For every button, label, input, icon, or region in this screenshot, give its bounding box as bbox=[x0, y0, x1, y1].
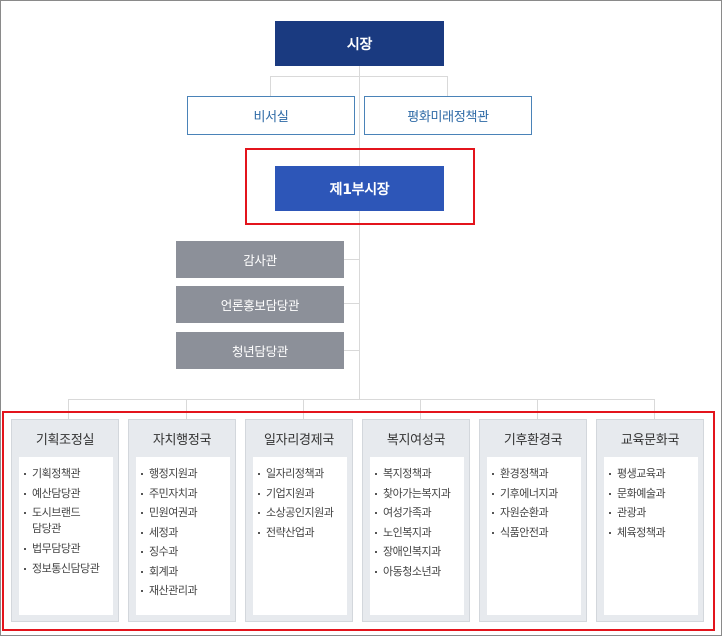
division-item[interactable]: 행정지원과 bbox=[141, 464, 230, 484]
bureau-climate-environment[interactable]: 기후환경국 환경정책과 기후에너지과 자원순환과 식품안전과 bbox=[479, 419, 587, 622]
division-item[interactable]: 아동청소년과 bbox=[375, 562, 464, 582]
division-item[interactable]: 민원여권과 bbox=[141, 503, 230, 523]
division-list: 복지정책과 찾아가는복지과 여성가족과 노인복지과 장애인복지과 아동청소년과 bbox=[370, 457, 464, 581]
division-item[interactable]: 관광과 bbox=[609, 503, 698, 523]
office-box-audit[interactable]: 감사관 bbox=[176, 241, 344, 278]
connector-mayor-to-staff bbox=[359, 66, 360, 168]
bureau-welfare-women[interactable]: 복지여성국 복지정책과 찾아가는복지과 여성가족과 노인복지과 장애인복지과 아… bbox=[362, 419, 470, 622]
division-item[interactable]: 징수과 bbox=[141, 542, 230, 562]
division-item[interactable]: 평생교육과 bbox=[609, 464, 698, 484]
division-item[interactable]: 장애인복지과 bbox=[375, 542, 464, 562]
division-item[interactable]: 복지정책과 bbox=[375, 464, 464, 484]
division-list: 행정지원과 주민자치과 민원여권과 세정과 징수과 회계과 재산관리과 bbox=[136, 457, 230, 601]
division-item[interactable]: 환경정책과 bbox=[492, 464, 581, 484]
division-item[interactable]: 기후에너지과 bbox=[492, 484, 581, 504]
bureau-jobs-economy[interactable]: 일자리경제국 일자리정책과 기업지원과 소상공인지원과 전략산업과 bbox=[245, 419, 353, 622]
bureau-title: 교육문화국 bbox=[620, 432, 680, 448]
division-list: 평생교육과 문화예술과 관광과 체육정책과 bbox=[604, 457, 698, 542]
connector-bureau-4 bbox=[420, 399, 421, 419]
division-list-box: 평생교육과 문화예술과 관광과 체육정책과 bbox=[604, 457, 698, 615]
mayor-box[interactable]: 시장 bbox=[275, 21, 444, 66]
bureau-title: 기후환경국 bbox=[503, 432, 563, 448]
division-list-box: 환경정책과 기후에너지과 자원순환과 식품안전과 bbox=[487, 457, 581, 615]
division-item[interactable]: 여성가족과 bbox=[375, 503, 464, 523]
bureau-title: 복지여성국 bbox=[386, 432, 446, 448]
division-item[interactable]: 자원순환과 bbox=[492, 503, 581, 523]
division-item[interactable]: 노인복지과 bbox=[375, 523, 464, 543]
division-item[interactable]: 정보통신담당관 bbox=[24, 559, 113, 579]
bureau-title: 기획조정실 bbox=[35, 432, 95, 448]
division-item[interactable]: 회계과 bbox=[141, 562, 230, 582]
connector-bureau-3 bbox=[303, 399, 304, 419]
division-list-box: 행정지원과 주민자치과 민원여권과 세정과 징수과 회계과 재산관리과 bbox=[136, 457, 230, 615]
bureau-title: 일자리경제국 bbox=[264, 432, 334, 448]
division-list-box: 복지정책과 찾아가는복지과 여성가족과 노인복지과 장애인복지과 아동청소년과 bbox=[370, 457, 464, 615]
connector-staff-left bbox=[270, 76, 271, 96]
division-item[interactable]: 재산관리과 bbox=[141, 581, 230, 601]
connector-bureau-2 bbox=[186, 399, 187, 419]
bureaus-highlight bbox=[2, 411, 715, 631]
division-list: 환경정책과 기후에너지과 자원순환과 식품안전과 bbox=[487, 457, 581, 542]
connector-staff-bar bbox=[270, 76, 448, 77]
bureau-title: 자치행정국 bbox=[152, 432, 212, 448]
connector-bureau-6 bbox=[654, 399, 655, 419]
bureau-administration[interactable]: 자치행정국 행정지원과 주민자치과 민원여권과 세정과 징수과 회계과 재산관리… bbox=[128, 419, 236, 622]
connector-staff-right bbox=[447, 76, 448, 96]
division-list-box: 일자리정책과 기업지원과 소상공인지원과 전략산업과 bbox=[253, 457, 347, 615]
division-list: 일자리정책과 기업지원과 소상공인지원과 전략산업과 bbox=[253, 457, 347, 542]
staff-box-peace-policy[interactable]: 평화미래정책관 bbox=[364, 96, 532, 135]
division-item[interactable]: 세정과 bbox=[141, 523, 230, 543]
connector-deputy-down bbox=[359, 211, 360, 400]
connector-office-2 bbox=[344, 303, 360, 304]
division-item[interactable]: 전략산업과 bbox=[258, 523, 347, 543]
division-item[interactable]: 식품안전과 bbox=[492, 523, 581, 543]
division-item[interactable]: 문화예술과 bbox=[609, 484, 698, 504]
division-item[interactable]: 일자리정책과 bbox=[258, 464, 347, 484]
division-item[interactable]: 예산담당관 bbox=[24, 484, 113, 504]
deputy-highlight bbox=[245, 148, 475, 225]
connector-bureau-5 bbox=[537, 399, 538, 419]
division-item[interactable]: 기획정책관 bbox=[24, 464, 113, 484]
connector-bureau-1 bbox=[68, 399, 69, 419]
division-item[interactable]: 주민자치과 bbox=[141, 484, 230, 504]
deputy-mayor-box[interactable]: 제1부시장 bbox=[275, 166, 444, 211]
division-item[interactable]: 소상공인지원과 bbox=[258, 503, 347, 523]
connector-office-1 bbox=[344, 259, 360, 260]
division-item[interactable]: 찾아가는복지과 bbox=[375, 484, 464, 504]
division-item[interactable]: 법무담당관 bbox=[24, 539, 113, 559]
division-item[interactable]: 기업지원과 bbox=[258, 484, 347, 504]
bureau-education-culture[interactable]: 교육문화국 평생교육과 문화예술과 관광과 체육정책과 bbox=[596, 419, 704, 622]
connector-office-3 bbox=[344, 350, 360, 351]
staff-box-secretariat[interactable]: 비서실 bbox=[187, 96, 355, 135]
division-item[interactable]: 체육정책과 bbox=[609, 523, 698, 543]
office-box-press[interactable]: 언론홍보담당관 bbox=[176, 286, 344, 323]
connector-bureau-bar bbox=[68, 399, 654, 400]
office-box-youth[interactable]: 청년담당관 bbox=[176, 332, 344, 369]
